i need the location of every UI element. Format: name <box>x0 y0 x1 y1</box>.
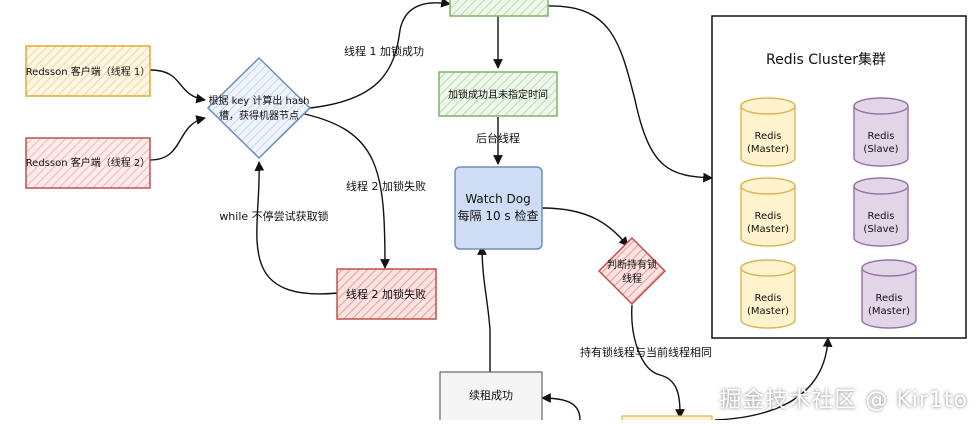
lock-no-time-label: 加锁成功且未指定时间 <box>448 88 548 101</box>
redis-slave-2: Redis (Slave) <box>853 177 909 247</box>
redis-master-4: Redis (Master) <box>861 259 917 329</box>
thread2-fail-box <box>336 268 437 320</box>
edge-label-same-thread: 持有锁线程与当前线程相同 <box>580 345 712 359</box>
renew-success-box <box>439 371 543 424</box>
redis-master-1-line1: Redis <box>755 131 782 142</box>
edge-top-to-cluster <box>547 5 713 183</box>
redis-slave-2-line2: (Slave) <box>863 224 898 235</box>
edge-watchdog-to-check <box>541 207 629 247</box>
watchdog-box <box>454 166 543 250</box>
client2-box <box>25 137 151 189</box>
edge-label-retry: while 不停尝试获取锁 <box>219 209 328 223</box>
redis-master-4-line2: (Master) <box>868 306 910 317</box>
redis-master-3: Redis (Master) <box>740 259 796 329</box>
redis-master-4-line1: Redis <box>876 293 903 304</box>
edge-bottom-to-renew <box>541 393 581 421</box>
redis-master-2: Redis (Master) <box>740 177 796 247</box>
redis-slave-1: Redis (Slave) <box>853 97 909 167</box>
lock-no-time-box <box>438 71 558 117</box>
edge-label-background: 后台线程 <box>476 131 520 145</box>
top-green-box <box>449 0 549 17</box>
redis-master-1-line2: (Master) <box>747 144 789 155</box>
redis-slave-1-line1: Redis <box>868 131 895 142</box>
thread2-fail-label: 线程 2 加锁失败 <box>346 287 426 301</box>
watchdog-label-line1: Watch Dog <box>465 192 530 206</box>
client1-box <box>25 45 151 97</box>
hash-label-line1: 根据 key 计算出 hash <box>208 94 309 107</box>
edge-fail-retry <box>254 161 339 295</box>
edge-renew-to-watchdog <box>477 245 491 372</box>
redis-master-3-line1: Redis <box>755 293 782 304</box>
renew-success-label: 续租成功 <box>469 388 513 402</box>
watchdog-label-line2: 每隔 10 s 检查 <box>458 208 539 223</box>
cluster-title: Redis Cluster集群 <box>766 51 886 68</box>
redis-master-1: Redis (Master) <box>740 97 796 167</box>
hash-diamond <box>206 56 312 160</box>
check-lock-diamond <box>597 236 667 306</box>
client1-label: Redsson 客户端（线程 1） <box>26 65 151 78</box>
edge-hash-to-fail <box>299 112 390 269</box>
edge-client1-to-hash <box>149 69 206 104</box>
edge-hash-to-top <box>309 0 451 109</box>
hash-label-line2: 槽，获得机器节点 <box>219 109 299 122</box>
edge-client2-to-hash <box>149 115 206 161</box>
check-label-line2: 线程 <box>622 272 642 285</box>
redis-slave-2-line1: Redis <box>868 211 895 222</box>
watermark: 掘金技术社区 @ Kir1to <box>719 388 968 413</box>
redis-slave-1-line2: (Slave) <box>863 144 898 155</box>
edge-label-thread2-fail: 线程 2 加锁失败 <box>346 179 426 193</box>
bottom-yellow-box <box>621 415 713 424</box>
edge-check-down <box>631 304 685 419</box>
client2-label: Redsson 客户端（线程 2） <box>26 156 151 169</box>
redis-master-3-line2: (Master) <box>747 306 789 317</box>
edge-label-thread1-success: 线程 1 加锁成功 <box>344 44 424 58</box>
redis-master-2-line2: (Master) <box>747 224 789 235</box>
check-label-line1: 判断持有锁 <box>607 258 657 271</box>
edge-bottom-to-cluster <box>714 337 833 421</box>
redis-master-2-line1: Redis <box>755 211 782 222</box>
